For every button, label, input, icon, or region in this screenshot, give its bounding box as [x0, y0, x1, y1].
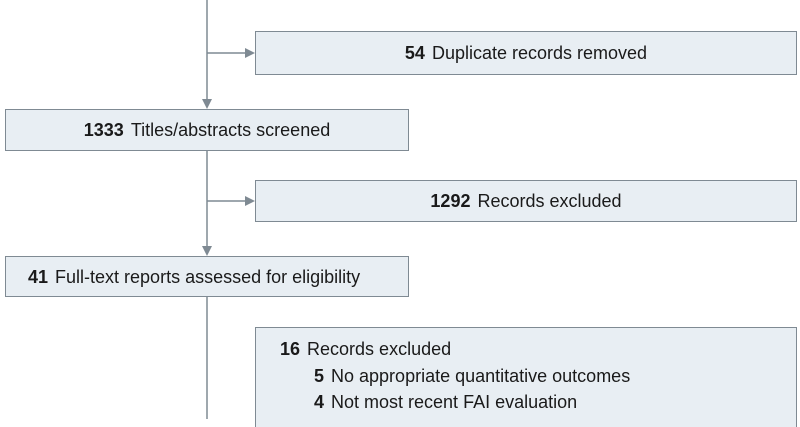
fulltext-excluded-box: 16 Records excluded 5 No appropriate qua…	[255, 327, 797, 427]
excluded-count: 1292	[430, 191, 471, 211]
duplicates-label: Duplicate records removed	[431, 43, 648, 63]
fulltext-excluded-label: Records excluded	[307, 339, 452, 359]
duplicates-removed-box: 54 Duplicate records removed	[255, 31, 797, 75]
excluded-label: Records excluded	[477, 191, 622, 211]
exclusion-reason-count: 4	[314, 392, 325, 412]
screened-label: Titles/abstracts screened	[130, 120, 331, 140]
records-excluded-box: 1292 Records excluded	[255, 180, 797, 222]
exclusion-reason-label: No appropriate quantitative outcomes	[331, 366, 631, 386]
screened-count: 1333	[83, 120, 124, 140]
screened-box: 1333 Titles/abstracts screened	[5, 109, 409, 151]
fulltext-excluded-heading: 16 Records excluded	[280, 340, 451, 358]
fulltext-count: 41	[28, 266, 49, 287]
exclusion-reason-label: Not most recent FAI evaluation	[331, 392, 578, 412]
fulltext-excluded-count: 16	[280, 339, 301, 359]
fulltext-label: Full-text reports assessed for eligibili…	[55, 266, 361, 287]
exclusion-reason: 5 No appropriate quantitative outcomes	[314, 367, 630, 385]
exclusion-reason-count: 5	[314, 366, 325, 386]
duplicates-count: 54	[404, 43, 425, 63]
fulltext-assessed-box: 41 Full-text reports assessed for eligib…	[5, 256, 409, 297]
exclusion-reason: 4 Not most recent FAI evaluation	[314, 393, 577, 411]
